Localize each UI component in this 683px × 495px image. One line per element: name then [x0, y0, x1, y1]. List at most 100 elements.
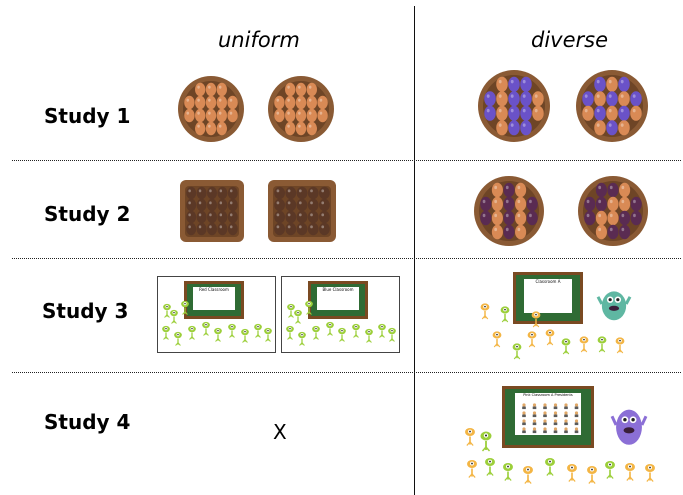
egg	[496, 105, 508, 121]
egg	[285, 198, 297, 212]
egg	[274, 198, 285, 212]
egg	[195, 82, 206, 97]
egg	[317, 95, 328, 110]
alien-icon	[567, 463, 577, 482]
row-divider-3	[12, 372, 681, 373]
president-portrait	[532, 419, 537, 426]
egg	[274, 108, 285, 123]
egg	[491, 182, 503, 198]
egg	[607, 210, 619, 226]
egg	[491, 224, 503, 240]
egg	[630, 105, 642, 121]
president-portrait	[564, 403, 568, 410]
egg	[285, 222, 297, 236]
alien-icon	[545, 329, 555, 346]
egg	[584, 196, 596, 212]
egg	[491, 196, 503, 212]
president-portrait	[543, 427, 547, 434]
monster-body	[610, 409, 648, 445]
egg	[594, 105, 606, 121]
egg	[503, 224, 515, 240]
chalkboard-title: Classroom A	[523, 278, 573, 313]
egg	[227, 222, 238, 236]
egg	[207, 210, 217, 224]
alien-icon	[378, 323, 386, 338]
chalkboard: Red Classroom	[184, 281, 244, 319]
egg	[186, 186, 197, 200]
egg	[196, 198, 207, 212]
egg	[630, 91, 642, 107]
egg	[285, 95, 296, 110]
president-portrait	[574, 427, 579, 434]
chalkboard-title: Red Classroom	[193, 286, 235, 311]
alien-icon	[294, 309, 302, 324]
president-portrait	[564, 427, 568, 434]
president-portrait	[532, 411, 537, 418]
egg	[296, 210, 308, 224]
egg	[582, 91, 594, 107]
president-portrait	[564, 419, 568, 426]
egg	[306, 82, 317, 97]
egg	[186, 210, 197, 224]
egg	[296, 222, 308, 236]
egg	[607, 196, 619, 212]
basket-brown-eggs-square	[268, 180, 336, 242]
classroom-slide-blue: Blue Classroom	[281, 276, 400, 353]
egg	[619, 224, 631, 240]
egg	[619, 196, 631, 212]
egg	[520, 91, 532, 107]
alien-icon	[214, 327, 222, 342]
egg	[508, 91, 520, 107]
egg	[217, 222, 228, 236]
egg	[526, 210, 538, 226]
egg	[196, 210, 207, 224]
chalkboard-presidents: Pink Classroom A Presidents	[502, 386, 594, 448]
egg	[184, 95, 195, 110]
egg	[217, 198, 228, 212]
alien-icon	[352, 323, 360, 338]
alien-icon	[492, 331, 502, 348]
egg	[307, 210, 319, 224]
row-label-study-3: Study 3	[42, 299, 129, 323]
alien-group-green	[286, 300, 396, 346]
alien-icon	[625, 462, 635, 481]
egg	[515, 210, 527, 226]
egg	[508, 120, 520, 136]
president-portrait	[543, 403, 547, 410]
alien-icon	[170, 309, 178, 324]
egg	[227, 95, 238, 110]
egg	[582, 105, 594, 121]
alien-icon	[527, 331, 537, 348]
egg	[217, 210, 228, 224]
alien-icon	[503, 462, 513, 481]
egg	[496, 120, 508, 136]
basket-mixed-purple-eggs	[576, 70, 648, 142]
alien-icon	[264, 327, 272, 342]
alien-group-mixed	[480, 303, 625, 360]
row-label-study-1: Study 1	[44, 104, 131, 128]
president-portrait	[574, 419, 579, 426]
egg	[207, 198, 217, 212]
egg	[503, 182, 515, 198]
alien-icon	[587, 465, 597, 484]
egg	[216, 82, 227, 97]
egg	[319, 186, 330, 200]
egg	[619, 210, 631, 226]
basket-orange-eggs-round	[178, 76, 244, 142]
egg	[515, 196, 527, 212]
egg	[216, 95, 227, 110]
egg	[607, 224, 619, 240]
egg	[205, 108, 217, 123]
president-portrait	[543, 411, 547, 418]
row-divider-2	[12, 258, 681, 259]
alien-icon	[561, 338, 571, 355]
chalkboard-title: Pink Classroom A Presidents	[515, 393, 581, 435]
row-label-study-2: Study 2	[44, 202, 131, 226]
alien-icon	[480, 303, 490, 320]
egg	[274, 222, 285, 236]
alien-icon	[467, 459, 477, 478]
egg	[606, 105, 618, 121]
egg	[594, 91, 606, 107]
chalkboard: Blue Classroom	[308, 281, 368, 319]
egg	[515, 182, 527, 198]
